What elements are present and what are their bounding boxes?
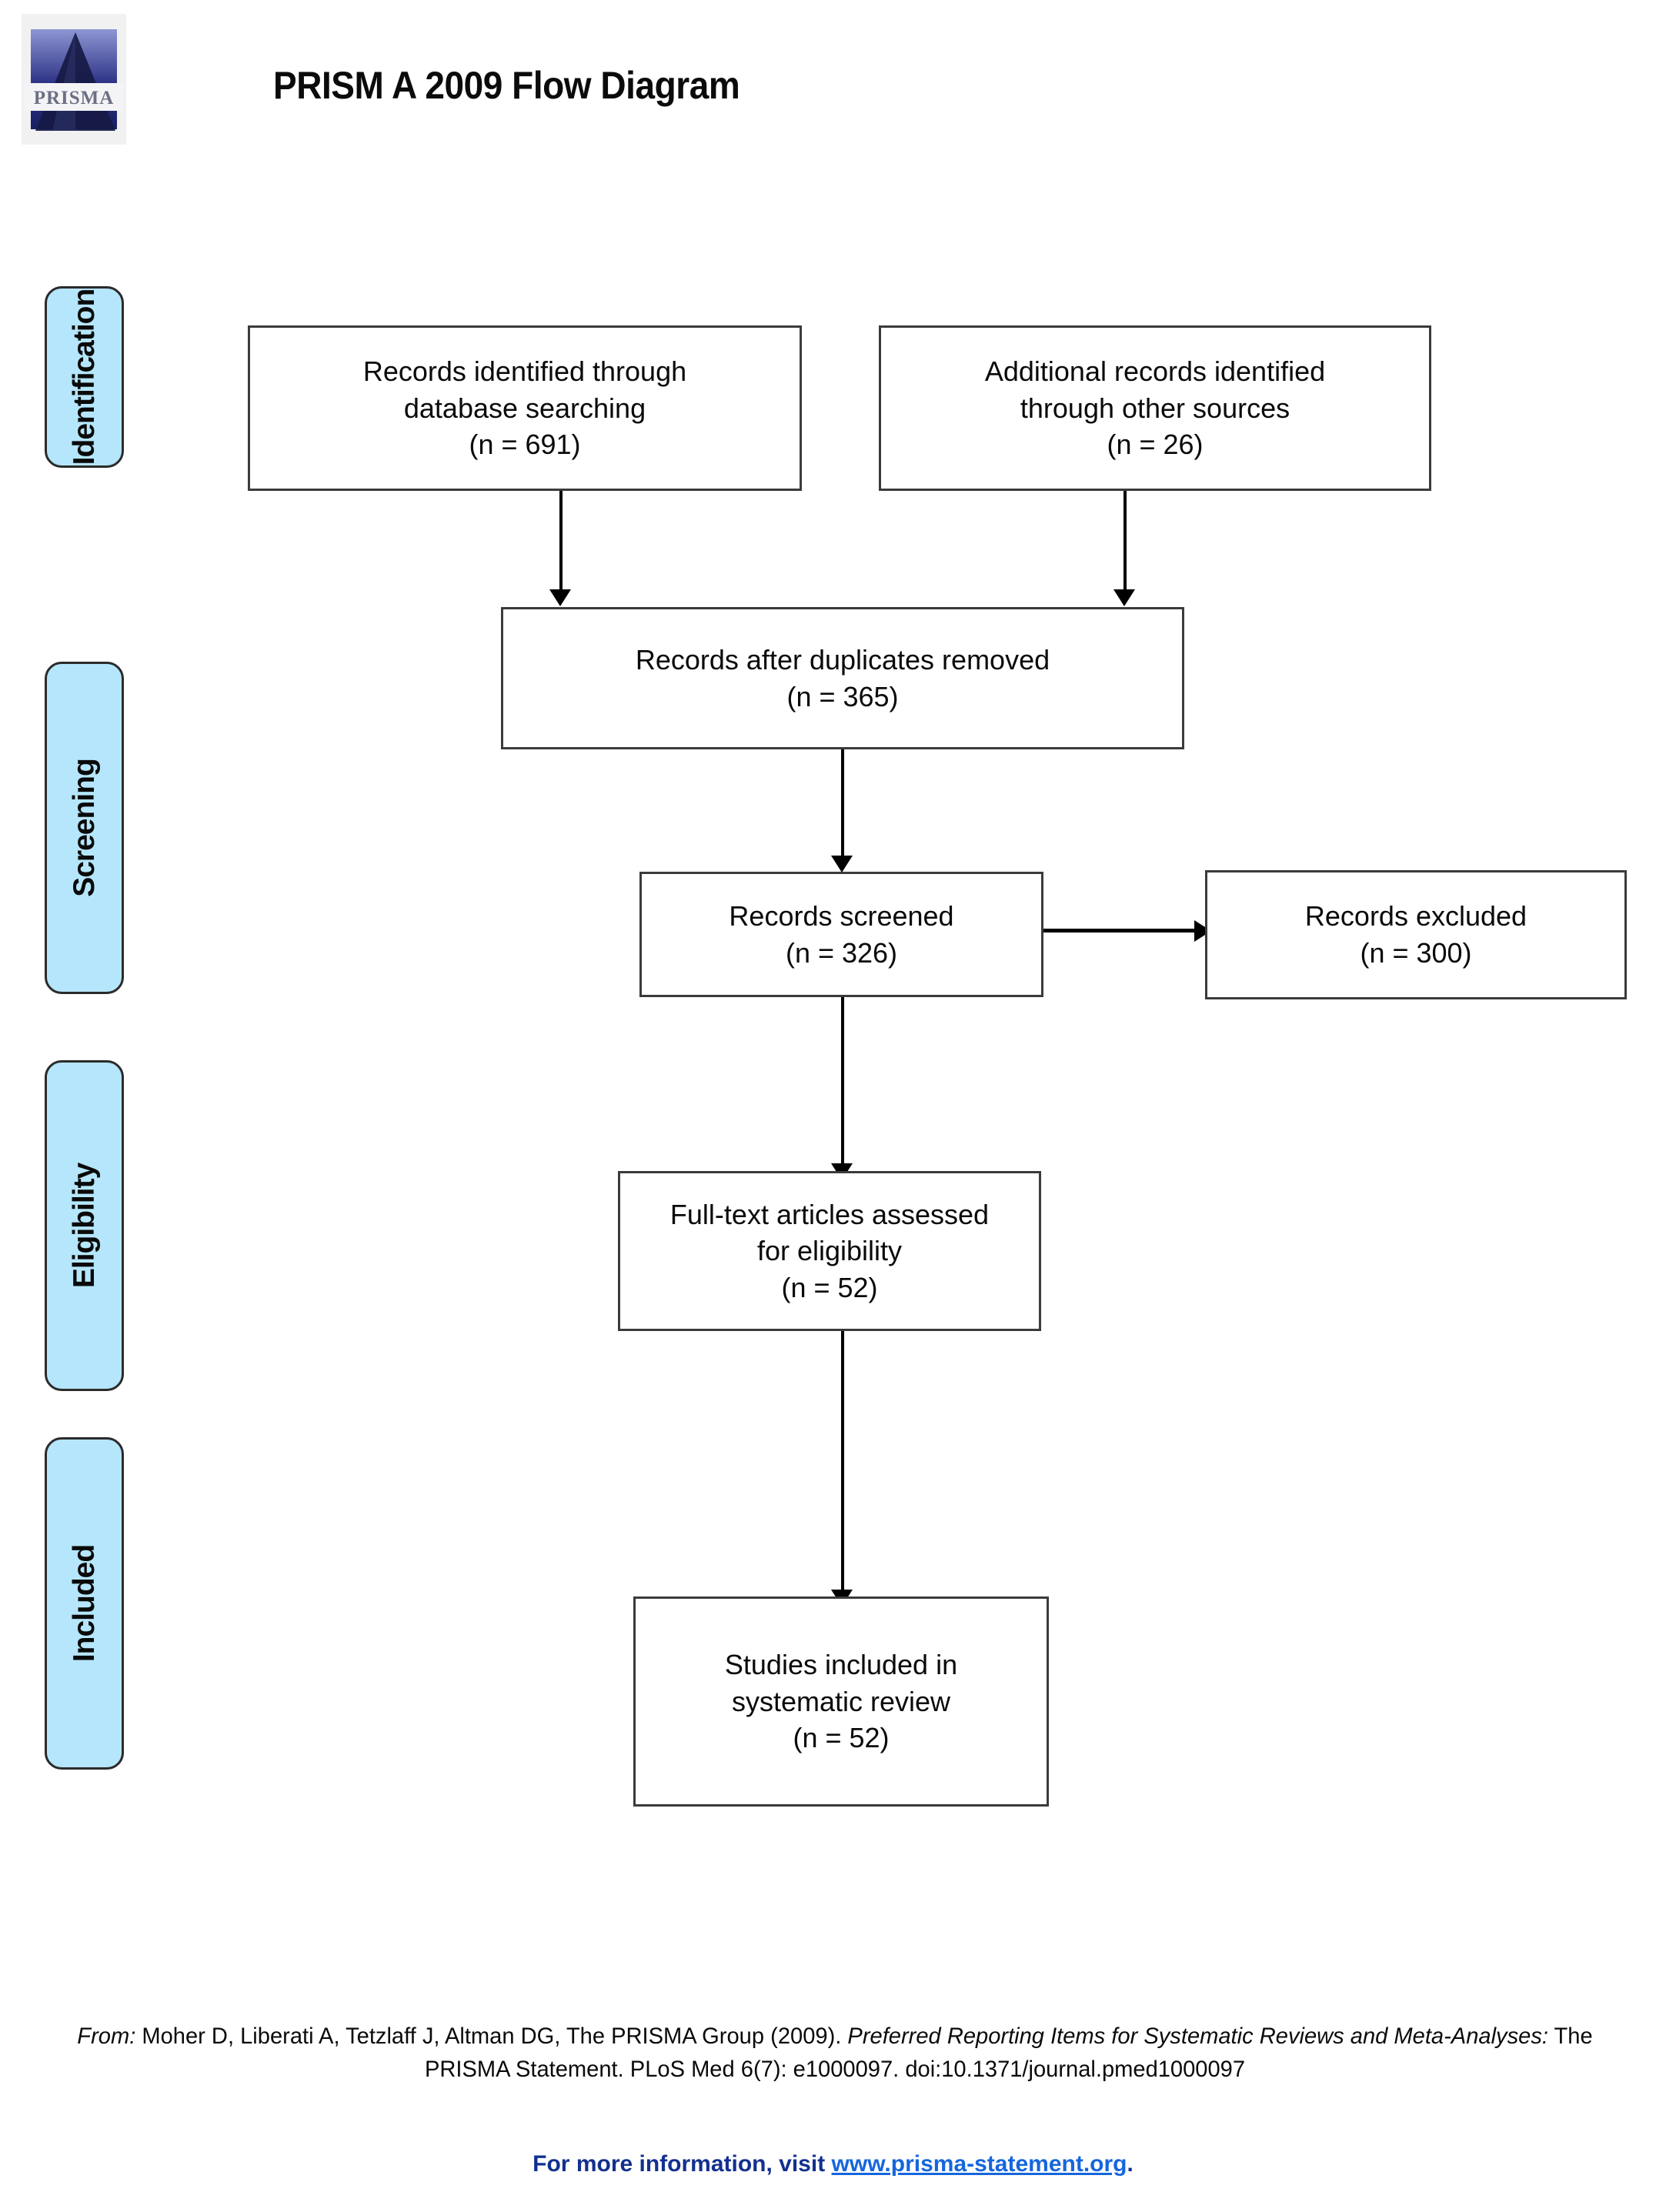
connector-screened-to-fulltext [841, 997, 844, 1166]
box-line: systematic review [731, 1685, 951, 1717]
box-count: (n = 52) [781, 1271, 878, 1303]
box-count: (n = 691) [469, 429, 581, 461]
citation-title: Preferred Reporting Items for Systematic… [847, 2023, 1548, 2049]
stage-label-eligibility: Eligibility [67, 1163, 101, 1289]
stage-label-included: Included [67, 1544, 101, 1663]
citation-authors: Moher D, Liberati A, Tetzlaff J, Altman … [135, 2023, 848, 2049]
box-line: through other sources [1020, 392, 1290, 424]
box-line: Full-text articles assessed [669, 1198, 990, 1230]
connector-fulltext-to-included [841, 1331, 844, 1593]
box-additional-records-other-sources: Additional records identified through ot… [879, 325, 1431, 491]
more-info-line: For more information, visit www.prisma-s… [0, 2151, 1666, 2177]
box-records-excluded: Records excluded (n = 300) [1205, 870, 1627, 999]
arrowhead-duplicates-to-screened-icon [831, 856, 853, 872]
prisma-logo: PRISMA [22, 14, 126, 145]
citation-from-label: From: [77, 2023, 136, 2049]
citation-source: The PRISMA Statement. PLoS Med 6(7): e10… [424, 2023, 1593, 2082]
stage-pill-included: Included [45, 1437, 124, 1770]
more-info-prefix: For more information, visit [533, 2151, 832, 2177]
box-count: (n = 26) [1107, 429, 1204, 461]
logo-pyramid-shade [52, 32, 75, 131]
logo-wordmark: PRISMA [33, 88, 115, 108]
arrowhead-other-to-duplicates-icon [1113, 589, 1135, 606]
more-info-suffix: . [1127, 2151, 1133, 2177]
prisma-statement-link[interactable]: www.prisma-statement.org [831, 2151, 1127, 2177]
box-count: (n = 52) [793, 1722, 890, 1754]
box-line: Records after duplicates removed [635, 643, 1050, 676]
box-line: for eligibility [756, 1235, 903, 1267]
box-line: Additional records identified [984, 355, 1326, 388]
connector-other-to-duplicates [1123, 491, 1127, 592]
box-count: (n = 365) [786, 680, 899, 712]
box-line: Records identified through [362, 355, 687, 388]
box-records-after-duplicates-removed: Records after duplicates removed (n = 36… [501, 607, 1184, 749]
connector-screened-to-excluded [1043, 929, 1197, 933]
logo-pyramid-icon [35, 32, 115, 131]
box-count: (n = 300) [1360, 937, 1472, 969]
box-line: Studies included in [724, 1649, 958, 1681]
box-records-identified-database: Records identified through database sear… [248, 325, 802, 491]
stage-pill-eligibility: Eligibility [45, 1060, 124, 1391]
stage-label-identification: Identification [67, 289, 101, 465]
connector-duplicates-to-screened [841, 749, 844, 859]
stage-label-screening: Screening [67, 759, 101, 897]
box-studies-included-systematic-review: Studies included in systematic review (n… [633, 1596, 1049, 1807]
box-line: Records screened [729, 899, 954, 932]
box-records-screened: Records screened (n = 326) [639, 872, 1043, 997]
arrowhead-db-to-duplicates-icon [549, 589, 571, 606]
page-title: PRISM A 2009 Flow Diagram [273, 64, 740, 107]
box-fulltext-articles-assessed: Full-text articles assessed for eligibil… [618, 1171, 1041, 1331]
logo-band [25, 83, 123, 111]
citation-text: From: Moher D, Liberati A, Tetzlaff J, A… [70, 2020, 1601, 2086]
box-line: Records excluded [1304, 900, 1527, 933]
stage-pill-screening: Screening [45, 662, 124, 994]
box-line: database searching [403, 392, 646, 424]
connector-db-to-duplicates [559, 491, 563, 592]
box-count: (n = 326) [785, 936, 898, 969]
stage-pill-identification: Identification [45, 286, 124, 468]
